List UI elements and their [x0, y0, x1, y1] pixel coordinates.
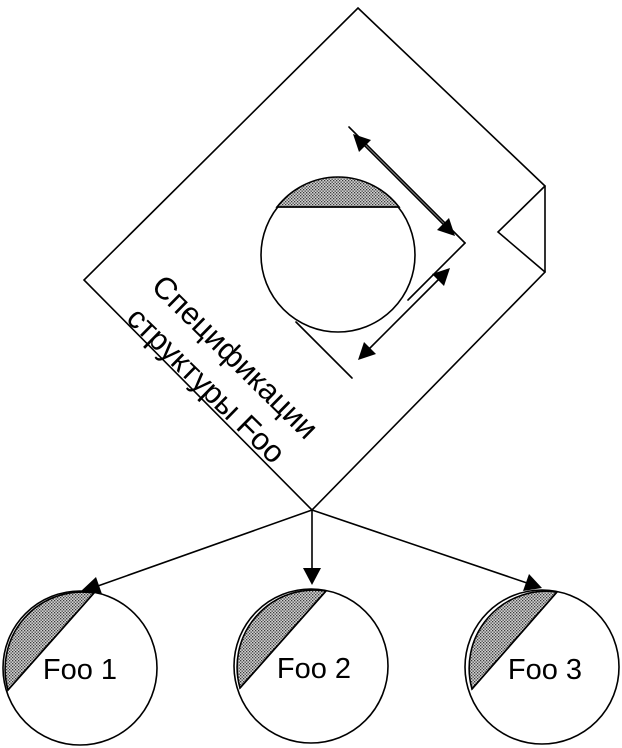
dimension-arrow-upper	[353, 134, 455, 236]
dimension-guide-lower	[295, 321, 353, 379]
instance-foo1: Foo 1	[2, 590, 158, 746]
spec-sheet: Спецификации структуры Foo	[82, 6, 546, 512]
arrow-to-foo3	[311, 509, 542, 591]
spec-sheet-folded-corner	[496, 185, 546, 273]
foo1-circle-icon	[2, 590, 158, 746]
spec-circle-icon	[260, 176, 416, 333]
foo3-label: Foo 3	[508, 654, 582, 686]
dimension-arrow-lower	[358, 268, 450, 360]
dimension-guide-cross	[407, 242, 466, 301]
instance-arrows	[80, 509, 542, 594]
instance-foo3: Foo 3	[464, 589, 620, 745]
instance-foo2: Foo 2	[233, 588, 389, 744]
foo1-label: Foo 1	[43, 654, 117, 686]
foo2-label: Foo 2	[277, 653, 351, 685]
arrow-to-foo2	[303, 509, 321, 585]
foo3-circle-icon	[464, 589, 620, 745]
arrow-to-foo1	[80, 509, 313, 594]
foo2-circle-icon	[233, 588, 389, 744]
